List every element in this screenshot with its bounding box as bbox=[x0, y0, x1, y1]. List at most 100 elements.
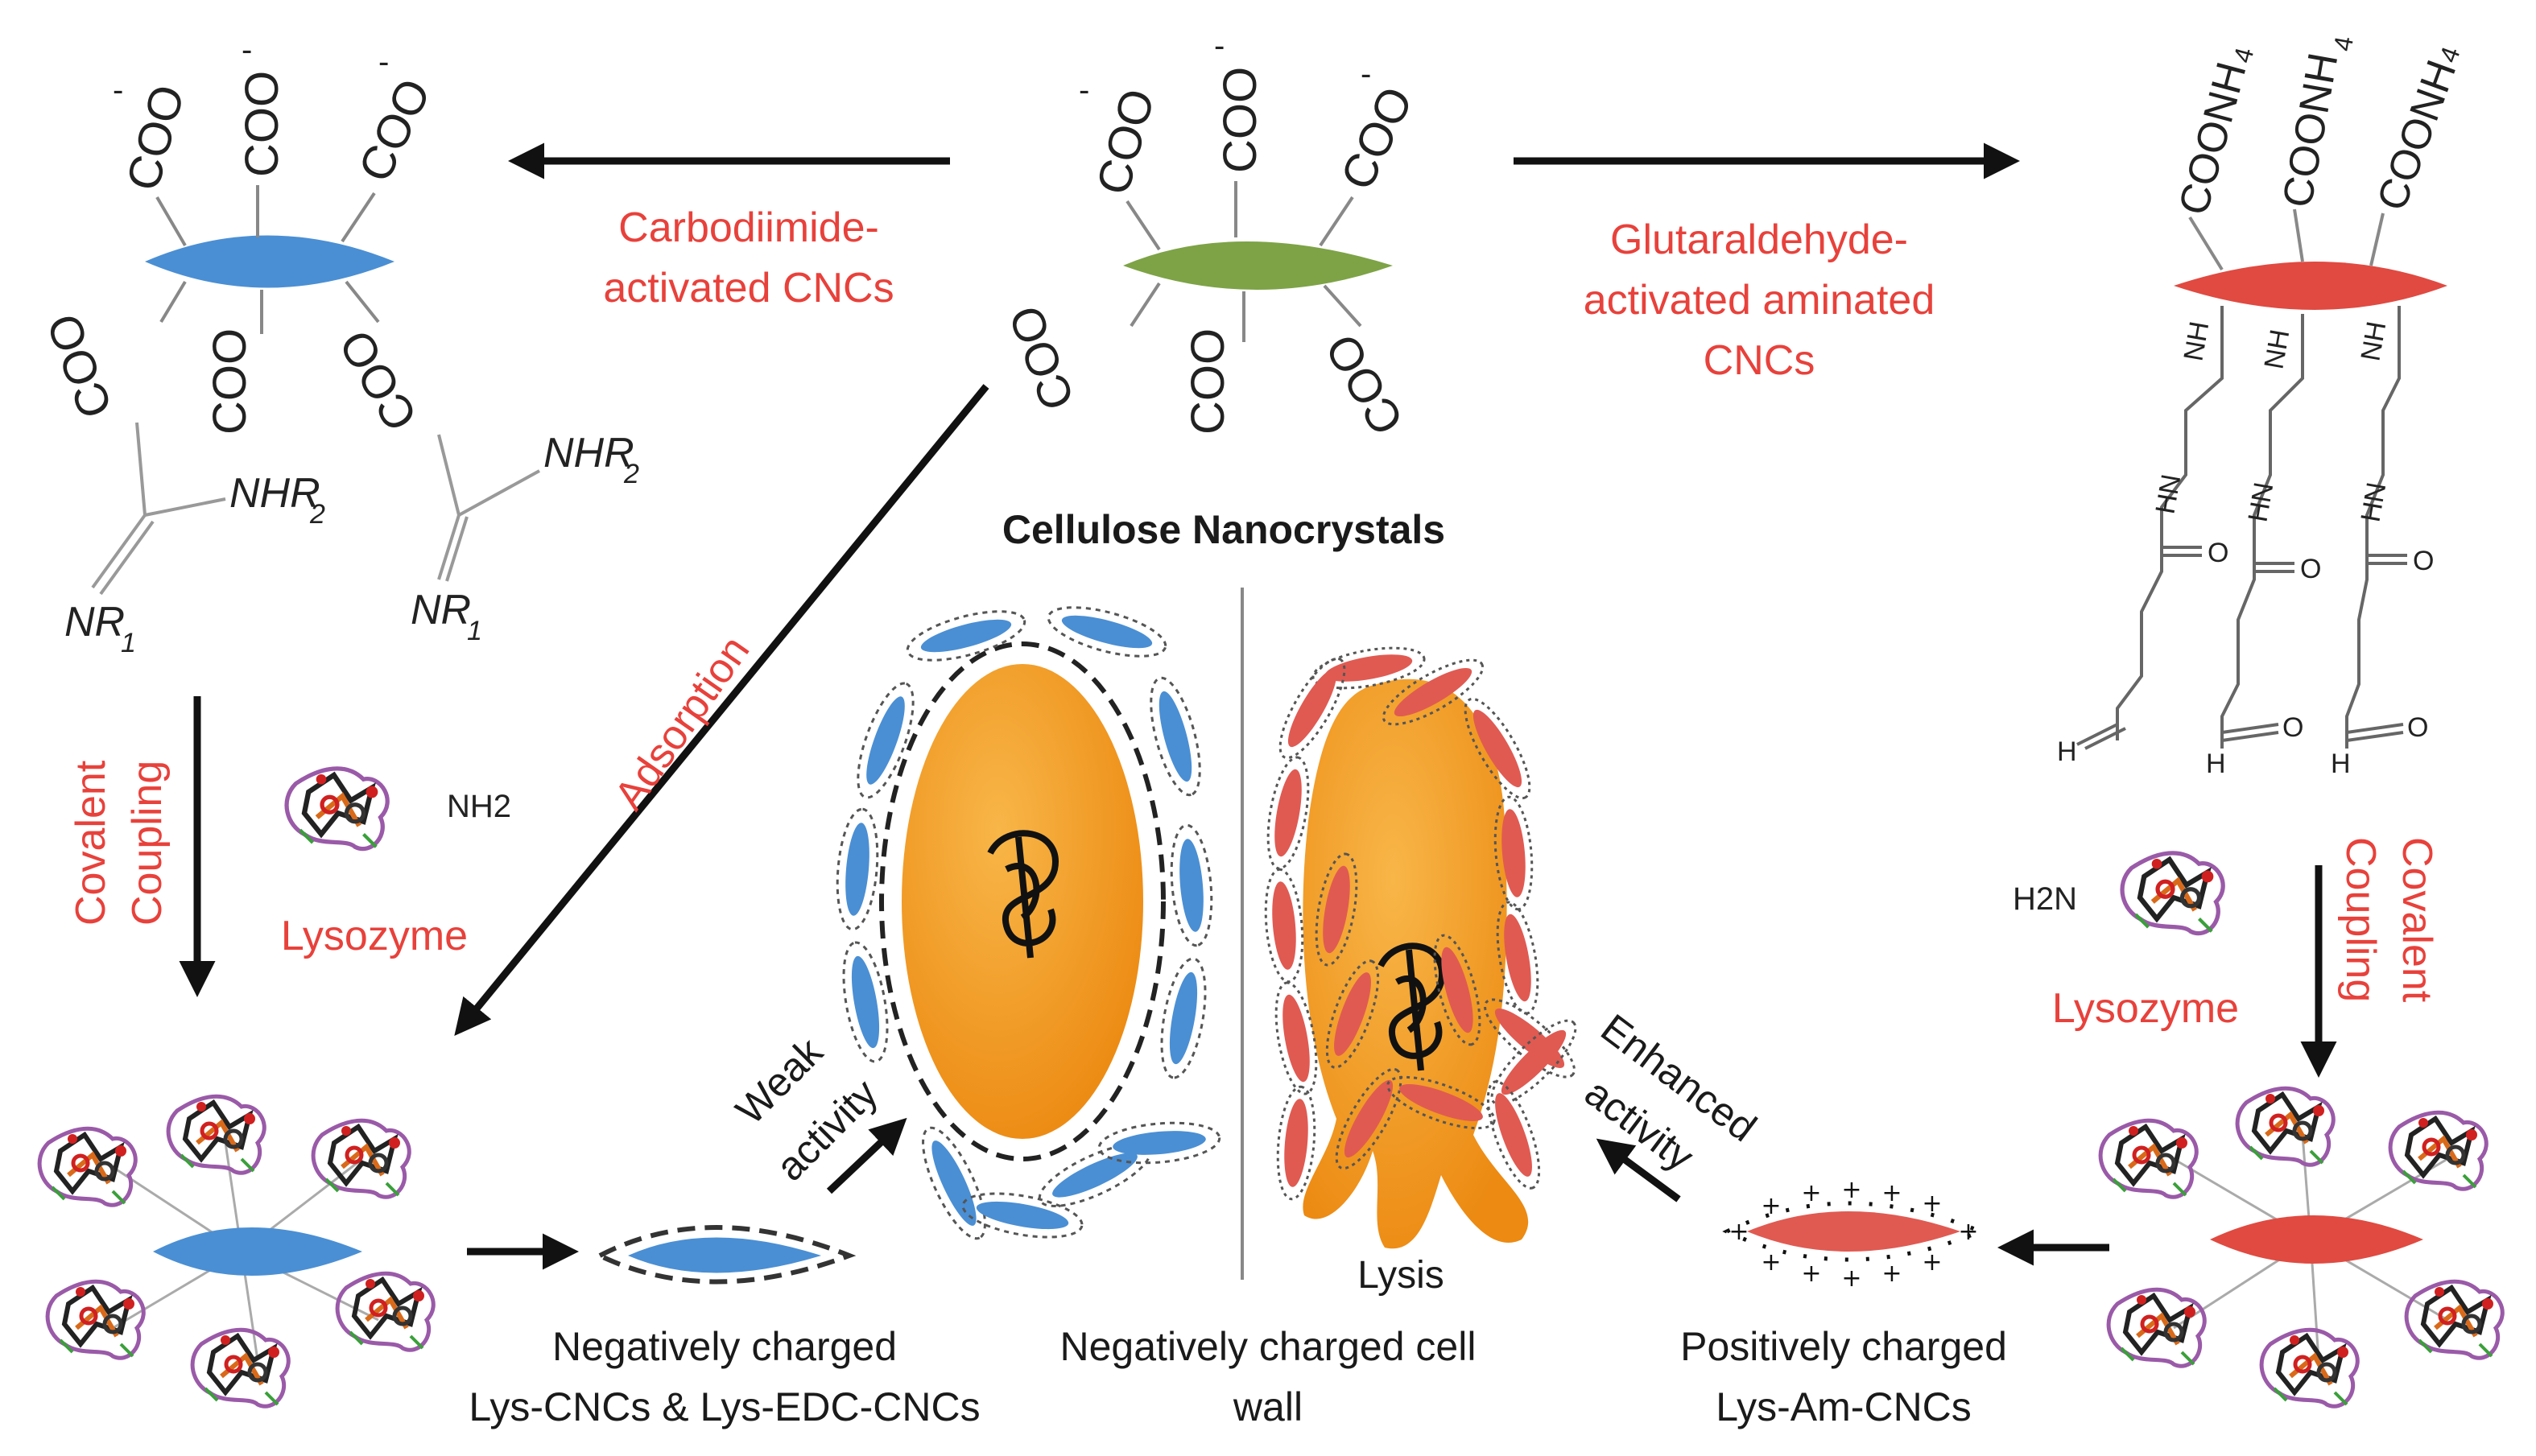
nr1-a: NR bbox=[64, 599, 125, 646]
svg-text:+: + bbox=[1922, 1248, 1942, 1277]
arrow-adsorption bbox=[454, 384, 989, 1036]
nhr2-a-sub: 2 bbox=[309, 499, 325, 530]
right-coupling-line1: Covalent bbox=[2394, 837, 2440, 1003]
right-coonh-1-sub: 4 bbox=[2228, 44, 2259, 66]
svg-text:+: + bbox=[1841, 1176, 1861, 1204]
neg-cnc bbox=[594, 1225, 857, 1285]
cell-right-dna bbox=[1377, 942, 1446, 1071]
left-coo-1: COO bbox=[117, 80, 195, 196]
green-cnc bbox=[1123, 241, 1393, 290]
center-charge-2: - bbox=[1214, 28, 1225, 64]
cell-left bbox=[879, 641, 1166, 1161]
wall-caption-line2: wall bbox=[1233, 1384, 1303, 1429]
chain-hn-3: HN bbox=[2355, 480, 2392, 524]
neg-caption-line2: Lys-CNCs & Lys-EDC-CNCs bbox=[469, 1384, 980, 1429]
center-coo-3: COO bbox=[1331, 79, 1423, 197]
wall-caption-line1: Negatively charged cell bbox=[1060, 1324, 1477, 1369]
glutaraldehyde-line2: activated aminated bbox=[1584, 277, 1935, 324]
center-coo-2: COO bbox=[1214, 67, 1266, 173]
svg-text:+: + bbox=[1881, 1179, 1902, 1207]
svg-text:+: + bbox=[1761, 1192, 1781, 1220]
pos-caption-line1: Positively charged bbox=[1680, 1324, 2007, 1369]
adsorption-label: Adsorption bbox=[605, 628, 758, 819]
chain-o-4: O bbox=[2282, 712, 2303, 743]
cell-right-cncs bbox=[1264, 646, 1577, 1201]
lys-icon-5 bbox=[192, 1330, 288, 1406]
svg-text:+: + bbox=[1958, 1218, 1978, 1246]
am-lys-icon-4 bbox=[2109, 1289, 2204, 1366]
svg-text:+: + bbox=[1881, 1260, 1902, 1288]
neg-caption-line1: Negatively charged bbox=[552, 1324, 897, 1369]
red-cnc-bottom bbox=[2210, 1215, 2423, 1264]
svg-text:+: + bbox=[1801, 1260, 1821, 1288]
blue-cnc-top bbox=[145, 235, 394, 288]
center-coo-5: COO bbox=[1182, 328, 1234, 435]
left-charge-2: - bbox=[242, 32, 252, 68]
am-lys-icon-5 bbox=[2261, 1330, 2357, 1406]
left-bottom-cluster bbox=[39, 1096, 433, 1406]
right-bottom-cluster bbox=[2100, 1088, 2502, 1406]
left-coupling-line1: Covalent bbox=[68, 760, 114, 926]
left-coo-5: COO bbox=[204, 328, 256, 435]
arrow-enhanced bbox=[1596, 1138, 1681, 1202]
left-lysozyme-icon bbox=[287, 769, 387, 849]
am-lys-icon-2 bbox=[2237, 1088, 2333, 1165]
center-title: Cellulose Nanocrystals bbox=[1002, 507, 1445, 552]
lys-icon-2 bbox=[168, 1096, 264, 1173]
pos-caption-line2: Lys-Am-CNCs bbox=[1716, 1384, 1972, 1429]
center-charge-3: - bbox=[1361, 56, 1371, 92]
chain-h-1: H bbox=[2057, 736, 2077, 767]
chain-h-2: H bbox=[2206, 749, 2226, 779]
chain-hn-2: HN bbox=[2242, 480, 2279, 524]
right-coonh-1: COONH bbox=[2170, 57, 2256, 220]
blue-cnc-bottom bbox=[153, 1227, 362, 1276]
left-coo-3: COO bbox=[349, 71, 441, 189]
cell-left-halo bbox=[879, 641, 1166, 1161]
pos-cnc: +++ +++ +++ +++ bbox=[1722, 1176, 1986, 1293]
svg-text:+: + bbox=[1729, 1218, 1749, 1246]
chain-o-2: O bbox=[2300, 554, 2321, 584]
nr1-b: NR bbox=[411, 587, 471, 633]
right-coupling-line2: Coupling bbox=[2337, 837, 2384, 1002]
chain-hn-1: HN bbox=[2150, 472, 2187, 516]
lys-icon-4 bbox=[47, 1281, 143, 1358]
left-coo-6: COO bbox=[329, 321, 427, 439]
nhr2-a: NHR bbox=[229, 470, 320, 517]
left-charge-3: - bbox=[378, 44, 389, 80]
arrow-weak bbox=[826, 1117, 907, 1194]
am-lys-icon-3 bbox=[2390, 1112, 2486, 1189]
center-charge-1: - bbox=[1079, 72, 1089, 108]
chain-o-5: O bbox=[2407, 712, 2428, 743]
glutaraldehyde-line1: Glutaraldehyde- bbox=[1610, 217, 1908, 263]
lys-icon-6 bbox=[337, 1273, 433, 1350]
glutaraldehyde-line3: CNCs bbox=[1704, 337, 1815, 384]
chain-o-3: O bbox=[2413, 546, 2434, 576]
center-coo-6: COO bbox=[1315, 325, 1414, 443]
svg-text:+: + bbox=[1922, 1190, 1942, 1218]
right-h2n: H2N bbox=[2013, 881, 2077, 917]
center-coo-4: COO bbox=[999, 299, 1084, 416]
center-cnc: COO COO COO COO COO COO Cellulose Nanocr… bbox=[999, 67, 1445, 552]
center-coo-1: COO bbox=[1087, 84, 1165, 200]
right-lysozyme-icon bbox=[2122, 853, 2223, 934]
am-lys-icon-6 bbox=[2406, 1281, 2502, 1358]
cell-left-cncs bbox=[836, 606, 1221, 1240]
carbodiimide-line1: Carbodiimide- bbox=[618, 204, 879, 251]
left-lysozyme-label: Lysozyme bbox=[281, 913, 468, 959]
right-coonh-2: COONH bbox=[2274, 49, 2348, 211]
right-coonh-3: COONH bbox=[2369, 54, 2466, 217]
svg-text:+: + bbox=[1841, 1264, 1861, 1293]
nr1-b-sub: 1 bbox=[467, 616, 482, 646]
svg-text:+: + bbox=[1801, 1179, 1821, 1207]
nhr2-b-sub: 2 bbox=[623, 459, 639, 489]
left-nh2: NH2 bbox=[447, 789, 511, 824]
chain-o-1: O bbox=[2208, 538, 2228, 568]
left-coo-4: COO bbox=[37, 307, 122, 424]
right-lysozyme-label: Lysozyme bbox=[2052, 985, 2239, 1032]
am-lys-icon-1 bbox=[2100, 1120, 2196, 1197]
right-top-cnc: COONH 4 COONH 4 COONH 4 NH N bbox=[2057, 34, 2466, 779]
left-coupling-line2: Coupling bbox=[124, 761, 171, 926]
left-top-cnc: COO COO COO COO COO COO NHR 2 NHR 2 NR 1… bbox=[37, 71, 639, 658]
